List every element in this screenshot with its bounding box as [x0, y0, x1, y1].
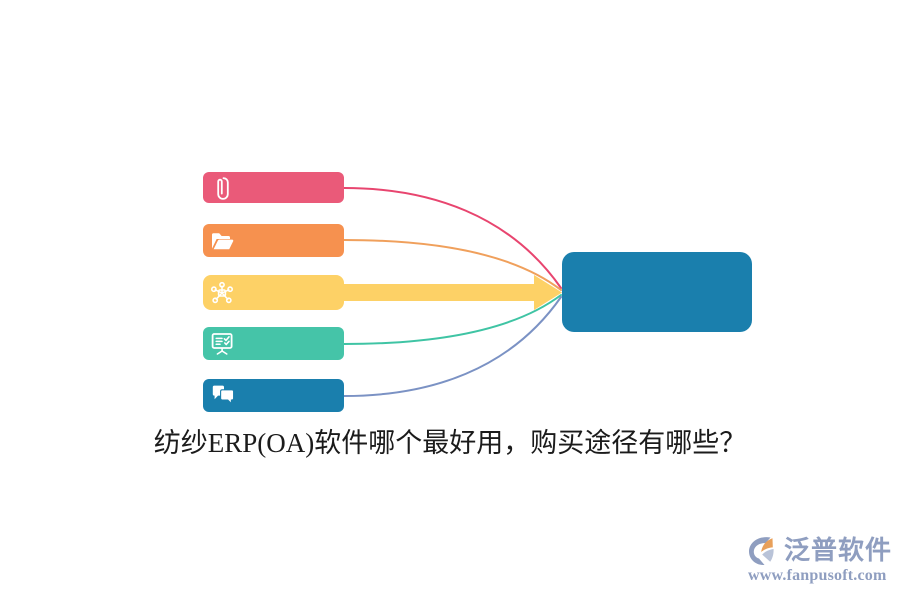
watermark-logo: 泛普软件 www.fanpusoft.com [746, 530, 892, 592]
bar-report-board[interactable] [203, 327, 344, 360]
watermark-brand: 泛普软件 [784, 536, 893, 566]
connector-line-messaging [343, 296, 562, 397]
page-caption: 纺纱ERP(OA)软件哪个最好用，购买途径有哪些？ [153, 428, 747, 458]
bar-documents[interactable] [203, 224, 344, 257]
open-folder-icon [212, 233, 234, 250]
bar-attachment[interactable] [203, 172, 344, 203]
connector-line-attachment [343, 187, 562, 289]
network-hub-icon [211, 281, 233, 304]
connector-lines [343, 187, 562, 397]
watermark-row: 泛普软件 [746, 534, 892, 568]
bar-messaging[interactable] [203, 379, 344, 412]
presentation-board-icon [211, 333, 233, 355]
bar-network[interactable] [203, 275, 344, 310]
connector-line-documents [343, 239, 562, 291]
paperclip-icon [217, 177, 229, 200]
fanpu-swoosh-logo-icon [749, 537, 774, 566]
chat-bubbles-icon [212, 385, 235, 405]
target-box[interactable] [562, 252, 752, 332]
connector-line-report-board [343, 294, 562, 345]
watermark-url: www.fanpusoft.com [748, 567, 887, 584]
connector-arrow-network [336, 275, 562, 310]
